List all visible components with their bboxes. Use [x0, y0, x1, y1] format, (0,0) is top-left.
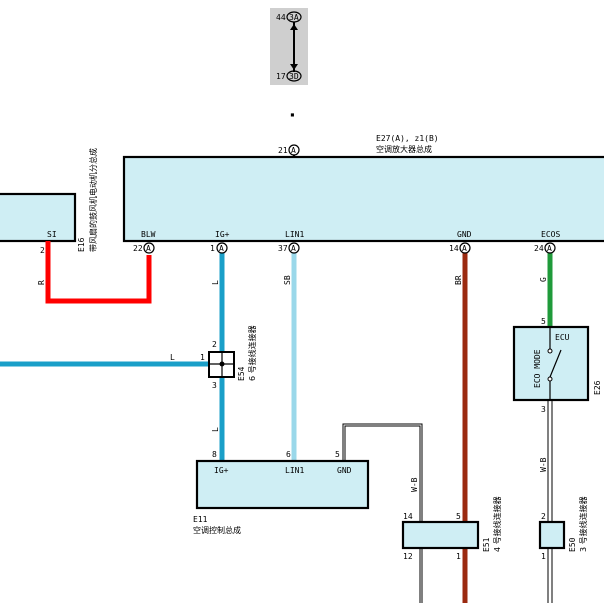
pin-circle-ecos [544, 242, 556, 254]
amplifier-title: 空调放大器总成 [376, 144, 432, 154]
eco-switch-box [512, 325, 590, 402]
top-connector-oval-bottom [286, 70, 302, 82]
svg-text:1: 1 [456, 552, 461, 561]
e51-code: E51 [482, 537, 491, 552]
svg-text:37: 37 [278, 244, 288, 253]
top-connector-oval-top [286, 11, 302, 23]
pin-circle-gnd [459, 242, 471, 254]
amplifier-pin-top: 21 [278, 146, 288, 155]
svg-text:6: 6 [286, 450, 291, 459]
e50-code: E50 [568, 537, 577, 552]
terminal-ecos: ECOS [541, 230, 560, 239]
svg-text:24: 24 [534, 244, 544, 253]
svg-text:8: 8 [212, 450, 217, 459]
svg-text:A: A [146, 244, 151, 253]
svg-text:12: 12 [403, 552, 413, 561]
svg-text:22: 22 [133, 244, 143, 253]
svg-text:5: 5 [456, 512, 461, 521]
arrow-up-icon [290, 24, 298, 30]
svg-text:GND: GND [337, 466, 352, 475]
svg-text:A: A [462, 244, 467, 253]
e50-connector [538, 520, 566, 550]
svg-text:LIN1: LIN1 [285, 466, 304, 475]
svg-text:A: A [291, 244, 296, 253]
svg-text:1: 1 [210, 244, 215, 253]
junction-dot-icon [219, 361, 225, 367]
svg-text:A: A [291, 146, 296, 155]
svg-text:BR: BR [454, 275, 463, 285]
amplifier-box [122, 155, 604, 243]
pin-circle-ig [216, 242, 228, 254]
svg-text:W-B: W-B [539, 457, 548, 472]
eco-switch-code: E26 [593, 380, 602, 395]
e51-title: 4 号接线连接器 [492, 496, 502, 552]
svg-text:W-B: W-B [410, 477, 419, 492]
terminal-ig: IG+ [215, 230, 230, 239]
svg-text:5: 5 [335, 450, 340, 459]
switch-contact-icon [549, 349, 562, 378]
e54-left-wire: L [170, 353, 175, 362]
svg-text:L: L [211, 280, 220, 285]
e50-title: 3 号接线连接器 [578, 496, 588, 552]
svg-text:2: 2 [541, 512, 546, 521]
blower-title: 带风扇的鼓风机电动机分总成 [88, 148, 98, 252]
top-connector-mark: ▪ [290, 110, 295, 119]
svg-text:2: 2 [212, 340, 217, 349]
e11-title: 空调控制总成 [193, 525, 241, 535]
svg-text:3: 3 [541, 405, 546, 414]
terminal-blw: BLW [141, 230, 156, 239]
svg-text:SB: SB [283, 275, 292, 285]
svg-text:1: 1 [200, 353, 205, 362]
top-connector-pin-top: 44 [276, 13, 286, 22]
svg-text:A: A [219, 244, 224, 253]
svg-text:14: 14 [449, 244, 459, 253]
svg-text:1: 1 [541, 552, 546, 561]
amplifier-pin-top-circle [288, 144, 300, 156]
svg-text:L: L [211, 427, 220, 432]
e51-connector [401, 520, 480, 550]
svg-text:IG+: IG+ [214, 466, 229, 475]
terminal-gnd: GND [457, 230, 472, 239]
svg-text:14: 14 [403, 512, 413, 521]
svg-text:5: 5 [541, 317, 546, 326]
pin-circle-blw [143, 242, 155, 254]
e11-code: E11 [193, 515, 208, 524]
wire-red-label: R [37, 280, 46, 285]
pin-circle-lin1 [288, 242, 300, 254]
blower-box [0, 192, 77, 243]
eco-switch-ecu: ECU [555, 333, 570, 342]
blower-terminal: SI [47, 230, 57, 239]
blower-pin: 2 [40, 246, 45, 255]
svg-text:A: A [547, 244, 552, 253]
e11-box [195, 459, 370, 510]
e54-title: 6 号接线连接器 [247, 325, 257, 381]
top-connector-pin-bottom: 17 [276, 72, 286, 81]
e54-code: E54 [237, 366, 246, 381]
blower-code: E16 [77, 237, 86, 252]
top-connector-label-bottom: 3D [289, 72, 299, 81]
eco-switch-mode: ECO MODE [533, 349, 542, 388]
wire-red [45, 241, 152, 304]
svg-text:3: 3 [212, 381, 217, 390]
arrow-down-icon [290, 64, 298, 70]
top-connector-label-top: 3A [289, 13, 299, 22]
amplifier-code: E27(A), z1(B) [376, 134, 439, 143]
svg-text:G: G [539, 277, 548, 282]
terminal-lin1: LIN1 [285, 230, 304, 239]
